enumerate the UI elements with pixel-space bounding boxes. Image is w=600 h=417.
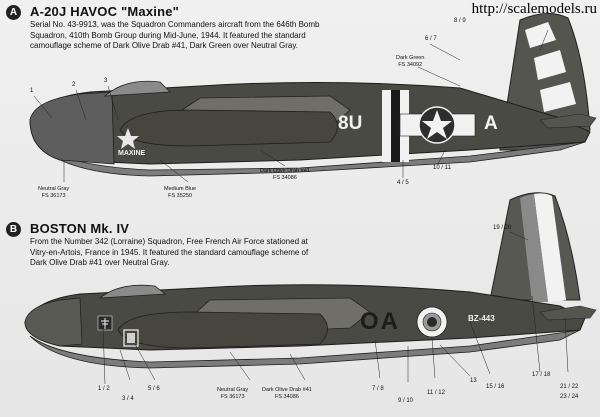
callout-number: 3 / 4 xyxy=(122,396,134,402)
profile-b-code-marking: OA xyxy=(360,308,400,335)
color-name: Medium Blue xyxy=(164,186,197,192)
color-label-neutral-gray-b: Neutral Gray FS 36173 xyxy=(217,387,248,401)
callout-number: 4 / 5 xyxy=(397,180,409,186)
callout-number: 8 / 9 xyxy=(454,18,466,24)
callout-number: 13 xyxy=(470,378,477,384)
color-name: Dark Green xyxy=(396,55,425,61)
callout-number: 7 / 8 xyxy=(372,386,384,392)
callout-number: 17 / 18 xyxy=(532,372,551,378)
color-code: FS 36173 xyxy=(220,394,245,400)
color-code: FS 34086 xyxy=(272,175,297,181)
callout-number: 1 xyxy=(30,88,34,94)
watermark-url[interactable]: http://scalemodels.ru xyxy=(471,1,597,17)
callout-number: 19 / 20 xyxy=(493,225,512,231)
description-line: Vitry-en-Artois, France in 1945. It feat… xyxy=(30,247,309,257)
profile-a-code-left: 8U xyxy=(338,113,363,134)
color-name: Neutral Gray xyxy=(38,186,70,192)
callout-number: 1 / 2 xyxy=(98,386,110,392)
profile-a-code-right: A xyxy=(484,113,498,134)
callout-number: 10 / 11 xyxy=(433,165,451,171)
callout-number: 15 / 16 xyxy=(486,384,505,390)
color-code: FS 36173 xyxy=(41,193,66,199)
callout-number: 11 / 12 xyxy=(427,390,445,396)
callout-number: 5 / 6 xyxy=(148,386,160,392)
description-line: Dark Olive Drab #41 over Neutral Gray. xyxy=(30,258,170,267)
description-line: From the Number 342 (Lorraine) Squadron,… xyxy=(30,237,308,246)
profile-a-badge: A xyxy=(6,5,21,20)
profile-a-aircraft xyxy=(29,13,597,177)
profile-b-title: BOSTON Mk. IV xyxy=(30,221,130,236)
profile-b-badge: B xyxy=(6,222,21,237)
description-line: Squadron, 410th Bomb Group during Mid-Ju… xyxy=(30,30,306,40)
callout-lines xyxy=(33,29,569,385)
callout-number: 9 / 10 xyxy=(398,398,414,404)
profile-a-title: A-20J HAVOC "Maxine" xyxy=(30,4,180,19)
profile-a-nose-name: MAXINE xyxy=(118,150,146,157)
color-name: Dark Olive Drab #41 xyxy=(260,168,310,174)
callout-number: 3 xyxy=(104,78,108,84)
color-label-neutral-gray: Neutral Gray FS 36173 xyxy=(38,186,69,200)
profile-a-serial-marking: 35913 xyxy=(474,55,513,69)
callout-number: 6 / 7 xyxy=(425,36,437,42)
color-label-olive-drab: Dark Olive Drab #41 FS 34086 xyxy=(260,168,310,182)
profile-b-description: From the Number 342 (Lorraine) Squadron,… xyxy=(30,237,400,269)
color-label-olive-drab-b: Dark Olive Drab #41 FS 34086 xyxy=(262,387,312,401)
color-code: FS 35250 xyxy=(168,193,192,199)
color-code: FS 34086 xyxy=(274,394,299,400)
profile-a-description: Serial No. 43-9913, was the Squadron Com… xyxy=(30,20,400,52)
callout-number: 2 xyxy=(72,82,76,88)
color-label-dark-green: Dark Green FS 34092 xyxy=(396,55,424,69)
profile-b-aircraft xyxy=(24,192,597,369)
color-label-medium-blue: Medium Blue FS 35250 xyxy=(164,186,196,200)
description-line: Serial No. 43-9913, was the Squadron Com… xyxy=(30,20,320,29)
profile-b-serial-marking: BZ-443 xyxy=(468,314,495,323)
color-code: FS 34092 xyxy=(398,62,423,68)
color-name: Neutral Gray xyxy=(217,387,249,393)
callout-number: 23 / 24 xyxy=(560,394,579,400)
color-name: Dark Olive Drab #41 xyxy=(262,387,312,393)
description-line: camouflage scheme of Dark Olive Drab #41… xyxy=(30,41,298,50)
callout-number: 21 / 22 xyxy=(560,384,579,390)
